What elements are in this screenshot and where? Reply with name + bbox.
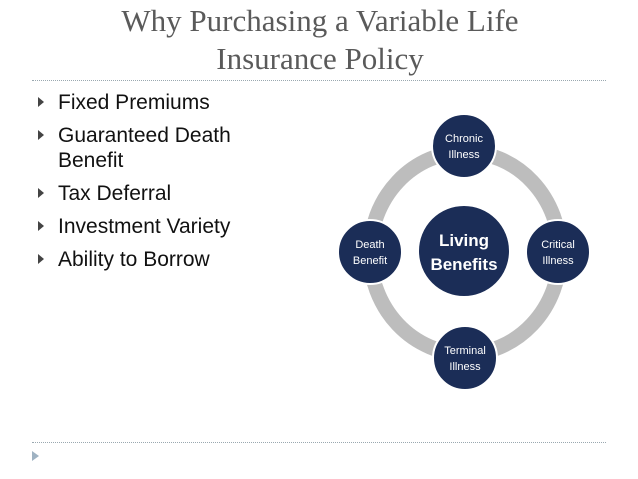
left-label-line-2: Benefit xyxy=(353,255,387,267)
bullet-arrow-icon xyxy=(38,254,44,264)
top-label-line-1: Chronic xyxy=(445,133,483,145)
bullet-text: Tax Deferral xyxy=(58,182,172,205)
top-label-line-2: Illness xyxy=(448,149,480,161)
bullet-item: Tax Deferral xyxy=(36,181,276,206)
bullet-list: Fixed Premiums Guaranteed Death Benefit … xyxy=(36,90,276,280)
bottom-label-line-2: Illness xyxy=(449,361,481,373)
slide-title-line-2: Insurance Policy xyxy=(216,41,424,76)
bullet-arrow-icon xyxy=(38,97,44,107)
title-divider xyxy=(32,80,606,81)
bottom-label-line-1: Terminal xyxy=(444,345,486,357)
bullet-item: Ability to Borrow xyxy=(36,247,276,272)
node-top: Chronic Illness xyxy=(431,113,497,179)
center-label-line-1: Living xyxy=(439,231,489,250)
bullet-item: Fixed Premiums xyxy=(36,90,276,115)
bullet-arrow-icon xyxy=(38,221,44,231)
bullet-text: Ability to Borrow xyxy=(58,248,210,271)
bullet-arrow-icon xyxy=(38,130,44,140)
node-left: Death Benefit xyxy=(337,219,403,285)
bullet-text: Fixed Premiums xyxy=(58,91,210,114)
bullet-arrow-icon xyxy=(38,188,44,198)
living-benefits-diagram: Living Benefits Chronic Illness Death Be… xyxy=(337,113,591,391)
right-label-line-2: Illness xyxy=(542,255,574,267)
center-label-line-2: Benefits xyxy=(430,255,497,274)
node-center: Living Benefits xyxy=(417,204,511,298)
bullet-text: Guaranteed Death Benefit xyxy=(58,124,231,172)
slide-title: Why Purchasing a Variable Life Insurance… xyxy=(40,2,600,78)
right-label-line-1: Critical xyxy=(541,239,575,251)
node-bottom: Terminal Illness xyxy=(432,325,498,391)
slide-title-line-1: Why Purchasing a Variable Life xyxy=(121,3,519,38)
bullet-item: Investment Variety xyxy=(36,214,276,239)
bullet-item: Guaranteed Death Benefit xyxy=(36,123,276,173)
left-label-line-1: Death xyxy=(355,239,384,251)
node-right: Critical Illness xyxy=(525,219,591,285)
footer-divider xyxy=(32,442,606,443)
slide-nav-arrow-icon[interactable] xyxy=(32,451,39,461)
bullet-text: Investment Variety xyxy=(58,215,231,238)
